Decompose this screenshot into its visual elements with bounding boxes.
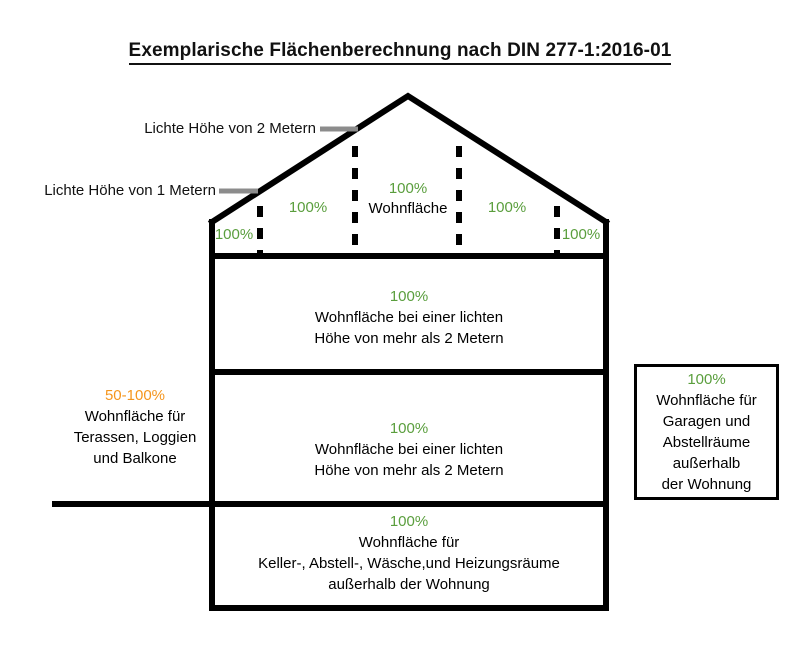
attic-pct-right-corner: 100% (561, 226, 601, 243)
page-title-text: Exemplarische Flächenberechnung nach DIN… (128, 40, 672, 65)
floor-line-ground-2: Höhe von mehr als 2 Metern (314, 462, 504, 479)
garage-line-4: außerhalb (672, 455, 741, 472)
label-ceiling-height-1m: Lichte Höhe von 1 Metern (44, 182, 216, 199)
garage-pct: 100% (687, 371, 726, 388)
garage-line-5: der Wohnung (661, 476, 752, 493)
garage-line-1: Wohnfläche für (656, 392, 757, 409)
attic-label-wohnflaeche: Wohnfläche (368, 200, 448, 217)
label-ceiling-height-2m: Lichte Höhe von 2 Metern (144, 120, 316, 137)
attic-pct-left-corner: 100% (214, 226, 254, 243)
floor-label-upper: 100% Wohnfläche bei einer lichten Höhe v… (212, 286, 606, 349)
attic-center-pct-wrap: 100% Wohnfläche (358, 179, 458, 219)
terrace-pct: 50-100% (104, 387, 166, 404)
attic-pct-right-mid: 100% (487, 199, 527, 216)
floor-line-ground-1: Wohnfläche bei einer lichten (314, 441, 504, 458)
attic-pct-center: 100% (388, 180, 428, 197)
page-title: Exemplarische Flächenberechnung nach DIN… (0, 40, 800, 65)
floor-label-ground: 100% Wohnfläche bei einer lichten Höhe v… (212, 418, 606, 481)
garage-label-box: 100% Wohnfläche für Garagen und Abstellr… (634, 364, 779, 500)
floor-line-basement-1: Wohnfläche für (358, 534, 460, 551)
terrace-line-2: Terassen, Loggien (73, 429, 197, 446)
floor-pct-ground: 100% (389, 420, 429, 437)
floor-pct-basement: 100% (389, 513, 429, 530)
floor-line-upper-2: Höhe von mehr als 2 Metern (314, 330, 504, 347)
terrace-line-3: und Balkone (93, 450, 177, 467)
floor-line-basement-3: außerhalb der Wohnung (328, 576, 490, 593)
garage-line-3: Abstellräume (662, 434, 751, 451)
floor-pct-upper: 100% (389, 288, 429, 305)
terrace-line-1: Wohnfläche für (84, 408, 186, 425)
attic-pct-left-mid: 100% (288, 199, 328, 216)
floor-label-basement: 100% Wohnfläche für Keller-, Abstell-, W… (206, 511, 612, 595)
roof-outline (207, 92, 611, 227)
terrace-label-block: 50-100% Wohnfläche für Terassen, Loggien… (42, 385, 228, 469)
floor-line-basement-2: Keller-, Abstell-, Wäsche,und Heizungsrä… (258, 555, 560, 572)
garage-line-2: Garagen und (662, 413, 751, 430)
floor-line-upper-1: Wohnfläche bei einer lichten (314, 309, 504, 326)
